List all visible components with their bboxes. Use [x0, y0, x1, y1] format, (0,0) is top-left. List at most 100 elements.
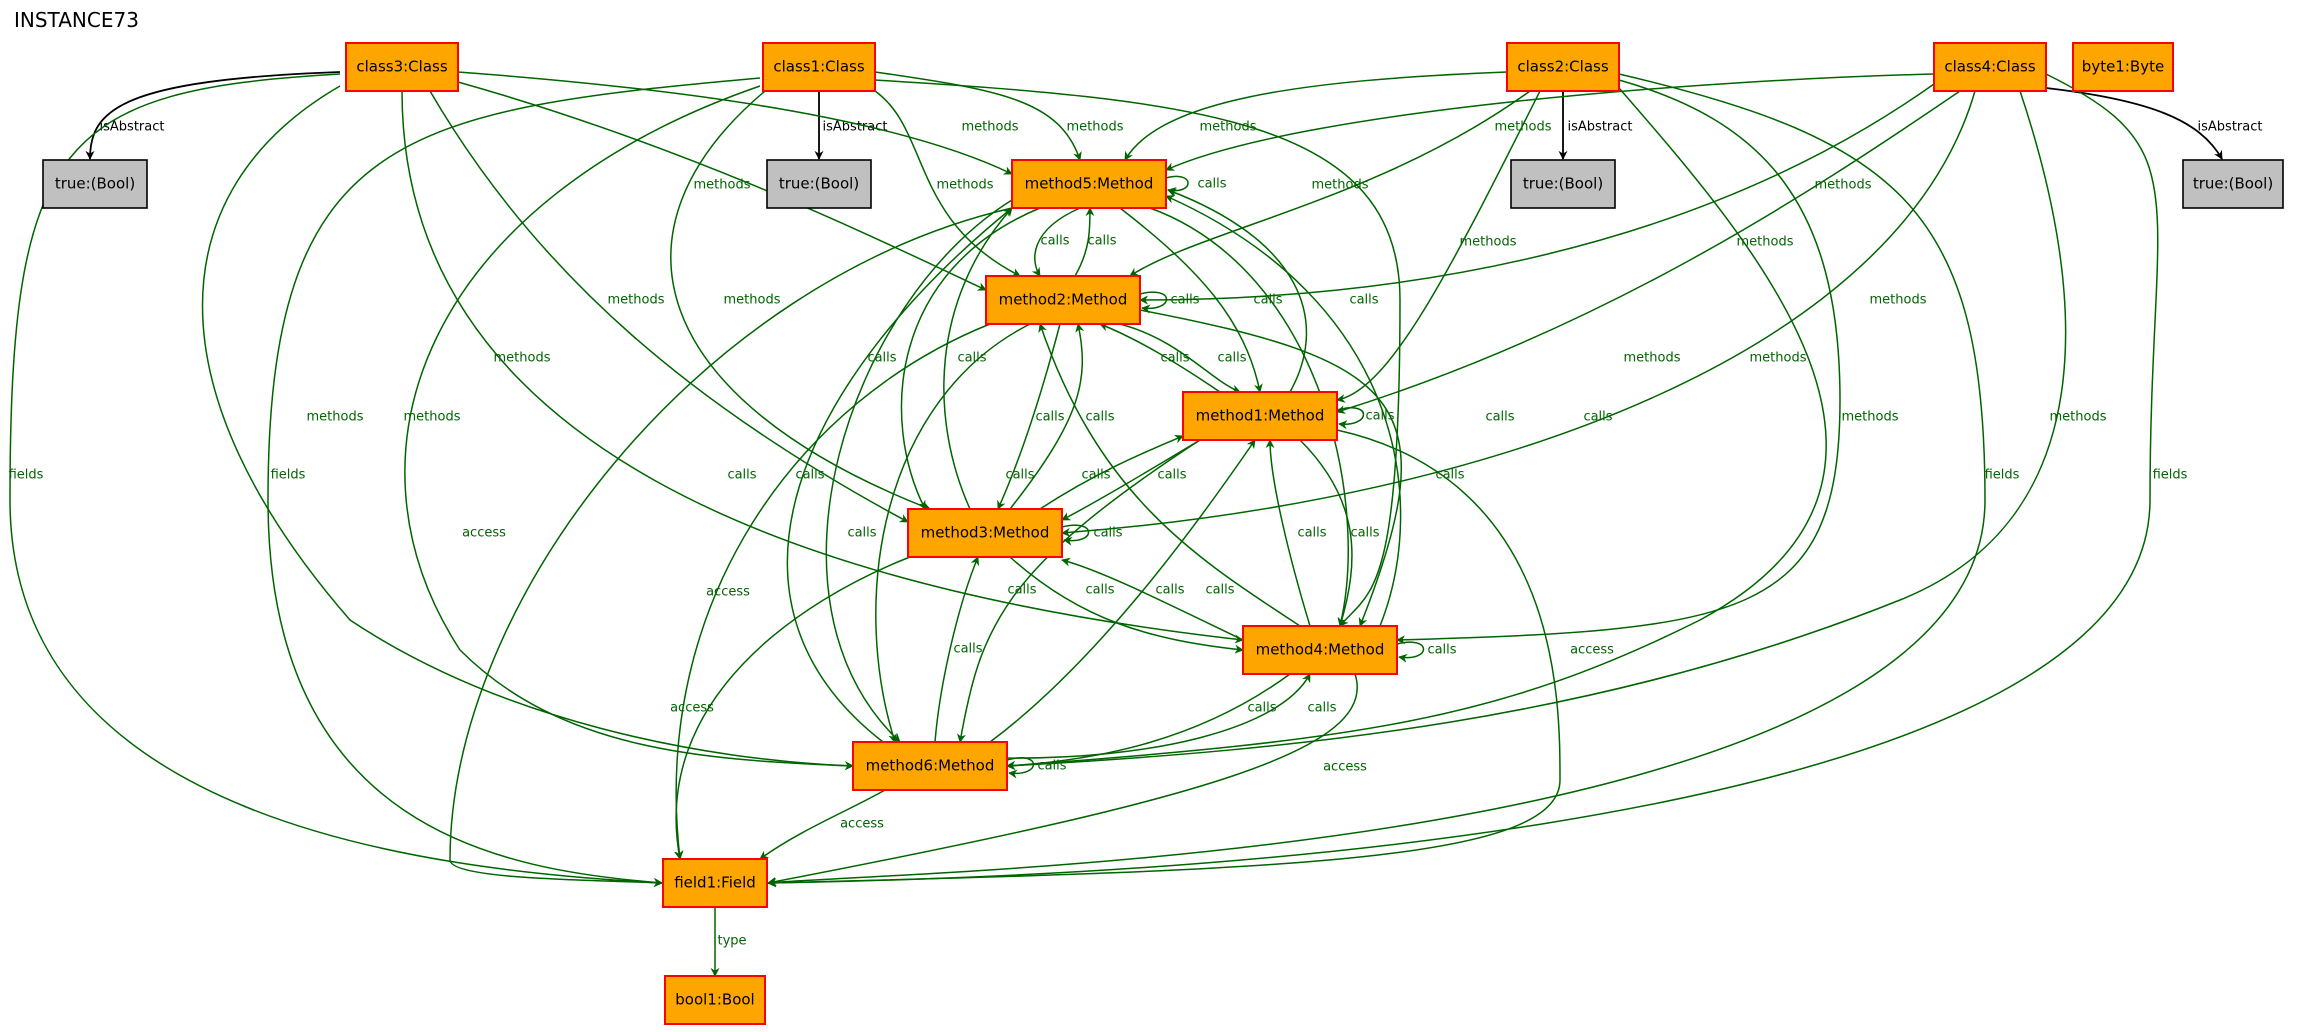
node-box[interactable] — [1011, 159, 1167, 209]
edge-method4-method2: calls — [1005, 323, 1301, 627]
edge-line — [429, 90, 909, 523]
edge-label: type — [717, 934, 746, 949]
edge-label: access — [1323, 760, 1367, 775]
edge-method4-method4: calls — [1396, 641, 1457, 663]
edge-line — [267, 77, 761, 887]
edge-method4-method3: calls — [1061, 557, 1244, 641]
edge-label: calls — [1035, 410, 1064, 425]
node-method1[interactable]: method1:Method — [1182, 391, 1338, 441]
edge-line — [1061, 524, 1090, 546]
edge-method4-method6: calls — [1006, 673, 1291, 770]
node-box[interactable] — [2182, 159, 2284, 209]
node-box[interactable] — [985, 275, 1141, 325]
edge-class2-method6: methods — [1006, 87, 1899, 770]
edge-line — [1061, 557, 1244, 641]
edge-class2-method2: methods — [1129, 90, 1531, 277]
node-box[interactable] — [1933, 42, 2047, 92]
edge-label: fields — [1985, 468, 2020, 483]
edge-label: calls — [1197, 177, 1226, 192]
edge-method2-method2: calls — [1139, 291, 1200, 314]
node-box[interactable] — [1506, 42, 1620, 92]
node-trueC[interactable]: true:(Bool) — [1510, 159, 1616, 209]
node-bool1[interactable]: bool1:Bool — [664, 975, 766, 1025]
node-class2[interactable]: class2:Class — [1506, 42, 1620, 92]
edge-method1-method3: calls — [1061, 439, 1201, 521]
edge-class2-field1: fields — [767, 73, 2020, 887]
edge-line — [767, 673, 1358, 886]
node-box[interactable] — [852, 741, 1008, 791]
node-method2[interactable]: method2:Method — [985, 275, 1141, 325]
edge-line — [943, 207, 1013, 510]
edge-class2-method4: methods — [1396, 79, 1841, 645]
edge-label: access — [670, 701, 714, 716]
edge-line — [1129, 90, 1531, 277]
node-method3[interactable]: method3:Method — [907, 508, 1063, 558]
edge-line — [1139, 291, 1168, 314]
edge-line — [1336, 90, 1541, 403]
edge-method6-field1: access — [759, 789, 886, 860]
node-box[interactable] — [2072, 42, 2174, 92]
edge-line — [1119, 323, 1241, 394]
edge-label: calls — [1081, 468, 1110, 483]
edge-field1-bool1: type — [710, 907, 747, 977]
node-class4[interactable]: class4:Class — [1933, 42, 2047, 92]
node-box[interactable] — [42, 159, 148, 209]
edge-method5-method2: calls — [1031, 207, 1081, 277]
node-field1[interactable]: field1:Field — [662, 858, 768, 908]
edge-label: methods — [1815, 178, 1872, 193]
edge-label: calls — [1007, 583, 1036, 598]
edge-line — [1099, 322, 1221, 393]
node-label: class2:Class — [1517, 58, 1608, 76]
node-method5[interactable]: method5:Method — [1011, 159, 1167, 209]
node-class1[interactable]: class1:Class — [762, 42, 876, 92]
edge-method2-method3: calls — [997, 323, 1065, 510]
edge-label: calls — [1085, 410, 1114, 425]
edge-label: calls — [1247, 701, 1276, 716]
edge-method3-method3: calls — [1061, 524, 1123, 546]
node-trueA[interactable]: true:(Bool) — [42, 159, 148, 209]
edge-label: methods — [724, 293, 781, 308]
node-label: method4:Method — [1256, 641, 1385, 659]
node-box[interactable] — [345, 42, 459, 92]
edge-label: methods — [1067, 120, 1124, 135]
edge-line — [674, 323, 991, 860]
node-box[interactable] — [766, 159, 872, 209]
edge-label: calls — [847, 526, 876, 541]
node-trueB[interactable]: true:(Bool) — [766, 159, 872, 209]
node-class3[interactable]: class3:Class — [345, 42, 459, 92]
node-box[interactable] — [1182, 391, 1338, 441]
edge-method2-method4: calls — [1139, 309, 1465, 627]
node-box[interactable] — [907, 508, 1063, 558]
edge-line — [1119, 207, 1263, 393]
edge-line — [1396, 79, 1841, 645]
node-box[interactable] — [762, 42, 876, 92]
node-box[interactable] — [1242, 625, 1398, 675]
edge-line — [1165, 195, 1402, 627]
node-byte1[interactable]: byte1:Byte — [2072, 42, 2174, 92]
edge-line — [670, 90, 931, 511]
node-box[interactable] — [662, 858, 768, 908]
edge-method3-method5: calls — [943, 207, 1013, 510]
node-method4[interactable]: method4:Method — [1242, 625, 1398, 675]
edge-line — [2045, 87, 2223, 160]
node-box[interactable] — [664, 975, 766, 1025]
edge-class1-field1: fields — [267, 77, 761, 887]
node-box[interactable] — [1510, 159, 1616, 209]
edge-label: calls — [1307, 701, 1336, 716]
edge-method2-field1: access — [674, 323, 991, 860]
edge-method5-method1: calls — [1119, 207, 1283, 393]
edge-method1-method4: calls — [1299, 439, 1380, 627]
node-trueD[interactable]: true:(Bool) — [2182, 159, 2284, 209]
node-method6[interactable]: method6:Method — [852, 741, 1008, 791]
edge-line — [1139, 309, 1403, 627]
edge-class3-method3: methods — [429, 90, 909, 523]
edge-line — [1006, 87, 1827, 770]
edge-label: access — [840, 817, 884, 832]
edge-method4-method5: calls — [1165, 195, 1613, 627]
edge-method5-field1: access — [449, 207, 1013, 888]
edge-line — [1061, 439, 1201, 521]
edge-label: methods — [608, 293, 665, 308]
edge-label: calls — [1485, 410, 1514, 425]
